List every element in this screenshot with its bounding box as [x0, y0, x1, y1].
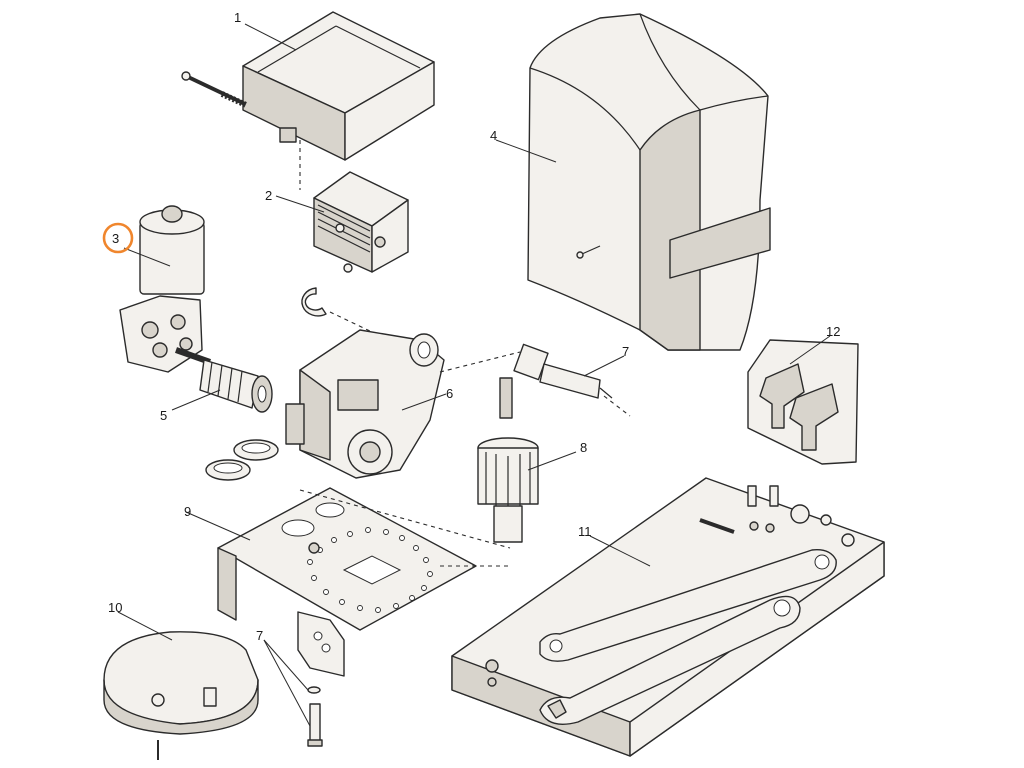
callout-5: 5: [160, 408, 167, 423]
callout-8: 8: [580, 440, 587, 455]
callout-7-lower: 7: [256, 628, 263, 643]
part-6-gearbox: [285, 329, 445, 479]
callout-3: 3: [112, 231, 119, 246]
callout-12: 12: [826, 324, 840, 339]
part-4-housing-cover: [527, 13, 771, 351]
callout-2: 2: [265, 188, 272, 203]
callout-3-highlight-ring: [102, 222, 134, 254]
guide-circlip: [329, 311, 373, 333]
callout-9: 9: [184, 504, 191, 519]
callout-1: 1: [234, 10, 241, 25]
part-9-mounting-plate: [217, 487, 477, 631]
part-8-pinion-gear: [477, 377, 539, 543]
seal-rings: [205, 439, 279, 481]
part-10-base-tray: [103, 631, 259, 760]
callout-6: 6: [446, 386, 453, 401]
part-1-long-screw: [181, 71, 248, 108]
part-2-transformer: [313, 171, 409, 273]
callout-4: 4: [490, 128, 497, 143]
part-7-shaft-upper: [513, 343, 613, 399]
guide-7-end: [603, 395, 631, 417]
callout-11: 11: [578, 524, 592, 539]
callout-10: 10: [108, 600, 122, 615]
part-12-release-keys: [747, 339, 859, 465]
part-6-circlip: [301, 287, 327, 317]
part-11-arm-kit: [451, 477, 885, 757]
part-5-worm-shaft: [175, 347, 273, 413]
callout-7-upper: 7: [622, 344, 629, 359]
callout-leaders: [117, 23, 831, 727]
guide-6-7: [439, 351, 521, 373]
part-1-cover-box: [242, 11, 435, 161]
part-3-motor: [119, 205, 205, 373]
part-7-bracket-lower: [297, 611, 345, 747]
